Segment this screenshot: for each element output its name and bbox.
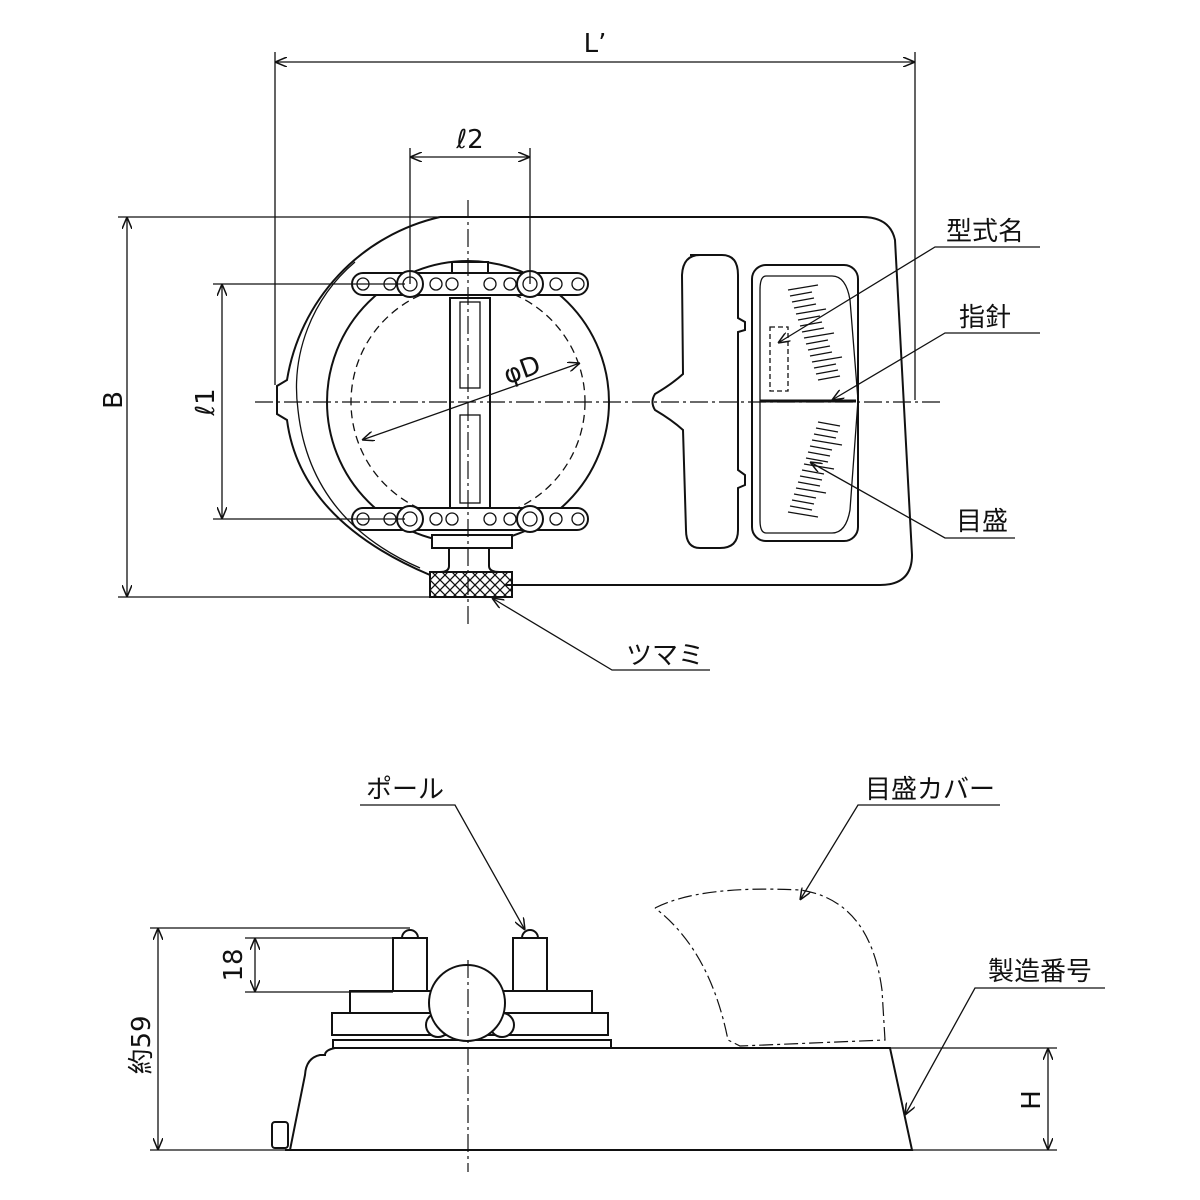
leader-scale-cover: 目盛カバー bbox=[800, 775, 1000, 900]
knob bbox=[429, 534, 513, 598]
dim-l2-label: ℓ2 bbox=[455, 125, 483, 155]
body-inner-rim bbox=[295, 261, 421, 569]
label-knob: ツマミ bbox=[626, 641, 704, 671]
leader-model-name: 型式名 bbox=[778, 217, 1040, 343]
label-serial-number: 製造番号 bbox=[988, 957, 1092, 987]
dimension-59: 約59 bbox=[127, 927, 410, 1151]
dimension-B: B bbox=[99, 216, 440, 598]
label-scale-cover: 目盛カバー bbox=[865, 775, 995, 805]
dim-D-label: φD bbox=[500, 350, 545, 391]
dim-H-label: H bbox=[1017, 1090, 1047, 1110]
poles bbox=[392, 929, 548, 992]
leader-scale: 目盛 bbox=[810, 462, 1015, 539]
leader-pointer: 指針 bbox=[832, 303, 1040, 400]
dimension-l1: ℓ1 bbox=[191, 283, 405, 520]
label-pointer: 指針 bbox=[959, 303, 1011, 333]
body-outline bbox=[276, 216, 914, 586]
label-model-name: 型式名 bbox=[946, 217, 1024, 247]
dimension-18: 18 bbox=[219, 937, 402, 993]
dim-59-label: 約59 bbox=[127, 1015, 157, 1074]
center-rod bbox=[449, 261, 491, 509]
scale-window bbox=[751, 264, 859, 542]
label-pole: ポール bbox=[366, 775, 444, 805]
leader-pole: ポール bbox=[360, 775, 525, 930]
dim-l1-label: ℓ1 bbox=[191, 388, 221, 416]
side-view: 18 約59 H ポール 目盛カバー 製造番号 bbox=[127, 775, 1105, 1172]
dim-B-label: B bbox=[99, 391, 129, 409]
dimension-l2: ℓ2 bbox=[409, 125, 531, 284]
dim-18-label: 18 bbox=[219, 948, 249, 981]
lower-pole-bar bbox=[351, 505, 589, 533]
dimension-H: H bbox=[890, 1047, 1057, 1151]
base-body bbox=[285, 1047, 914, 1151]
side-tab bbox=[271, 1121, 289, 1149]
dim-L-label: L’ bbox=[584, 29, 607, 59]
grip bbox=[651, 254, 746, 549]
dimension-L: L’ bbox=[274, 29, 916, 400]
upper-pole-bar bbox=[351, 270, 589, 298]
leader-knob: ツマミ bbox=[492, 598, 710, 671]
top-view: L’ ℓ2 B ℓ1 φD 型式名 bbox=[99, 29, 1040, 671]
ball-holder bbox=[425, 964, 515, 1042]
scale-cover bbox=[654, 888, 886, 1047]
leader-serial-number: 製造番号 bbox=[905, 957, 1105, 1115]
label-scale: 目盛 bbox=[956, 507, 1008, 537]
